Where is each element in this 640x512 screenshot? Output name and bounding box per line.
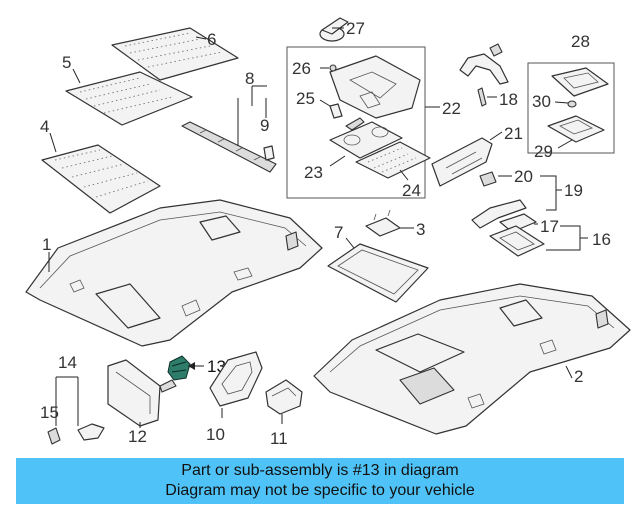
callout-3: 3 [416, 220, 425, 239]
callout-11: 11 [270, 429, 288, 448]
parts-diagram: 6 5 4 8 9 1 27 22 [25, 17, 631, 448]
part-14-visor-holder [77, 423, 105, 441]
info-banner: Part or sub-assembly is #13 in diagram D… [16, 458, 624, 504]
callout-5: 5 [62, 53, 71, 72]
part-30-bulb [567, 100, 577, 108]
part-4-insulator-pad [41, 144, 161, 214]
callout-16: 16 [592, 230, 611, 249]
part-27-lamp [319, 17, 349, 42]
part-10-visor-bracket [209, 351, 263, 407]
part-29-lens [547, 115, 605, 143]
part-12-sun-visor [107, 359, 177, 427]
part-9-clip [263, 145, 275, 161]
banner-line-1: Part or sub-assembly is #13 in diagram [181, 462, 459, 479]
part-3-clip [365, 209, 401, 237]
callout-26: 26 [292, 59, 311, 78]
callout-27: 27 [346, 19, 365, 38]
part-18-grab-handle [459, 43, 509, 107]
callout-25: 25 [296, 89, 315, 108]
group-box-28 [527, 62, 615, 154]
callout-17: 17 [540, 217, 559, 236]
part-1-headliner [25, 199, 323, 347]
part-5-insulator-pad [65, 71, 193, 126]
callout-30: 30 [532, 92, 551, 111]
part-2-headliner [313, 283, 631, 435]
part-21-bracket [431, 137, 493, 187]
callout-28: 28 [571, 32, 590, 51]
part-16-dome-lamp [489, 225, 545, 257]
part-7-sunroof-seal [327, 243, 429, 303]
callout-23: 23 [304, 163, 323, 182]
group-box-22 [286, 46, 426, 199]
callout-22: 22 [442, 99, 461, 118]
part-25-bulb [329, 103, 365, 131]
callout-8: 8 [245, 69, 254, 88]
part-15-screw [47, 427, 61, 445]
banner-line-2: Diagram may not be specific to your vehi… [165, 482, 475, 499]
callout-2: 2 [574, 367, 583, 386]
part-23-lens [329, 121, 403, 159]
part-11-clip [265, 379, 303, 415]
callout-9: 9 [260, 116, 269, 135]
callout-1: 1 [42, 235, 51, 254]
part-8-roof-rail [181, 121, 277, 173]
part-26-screw [329, 64, 337, 72]
callout-6: 6 [207, 30, 216, 49]
callout-10: 10 [206, 425, 225, 444]
callout-18: 18 [499, 90, 518, 109]
part-20-socket [479, 171, 497, 187]
part-13-clip-highlighted [167, 355, 191, 381]
callout-14: 14 [58, 353, 77, 372]
callout-29: 29 [534, 142, 553, 161]
part-19-harness [471, 199, 527, 229]
part-24-cover [355, 141, 431, 179]
part-28-lamp-housing [551, 67, 609, 97]
callout-19: 19 [564, 181, 583, 200]
callout-15: 15 [40, 403, 59, 422]
callout-12: 12 [128, 427, 147, 446]
callout-24: 24 [402, 181, 421, 200]
part-6-insulator-pad [111, 27, 239, 81]
callout-7: 7 [334, 223, 343, 242]
callout-21: 21 [504, 124, 523, 143]
part-22-overhead-console [329, 55, 421, 119]
callout-20: 20 [514, 167, 533, 186]
callout-4: 4 [40, 117, 49, 136]
